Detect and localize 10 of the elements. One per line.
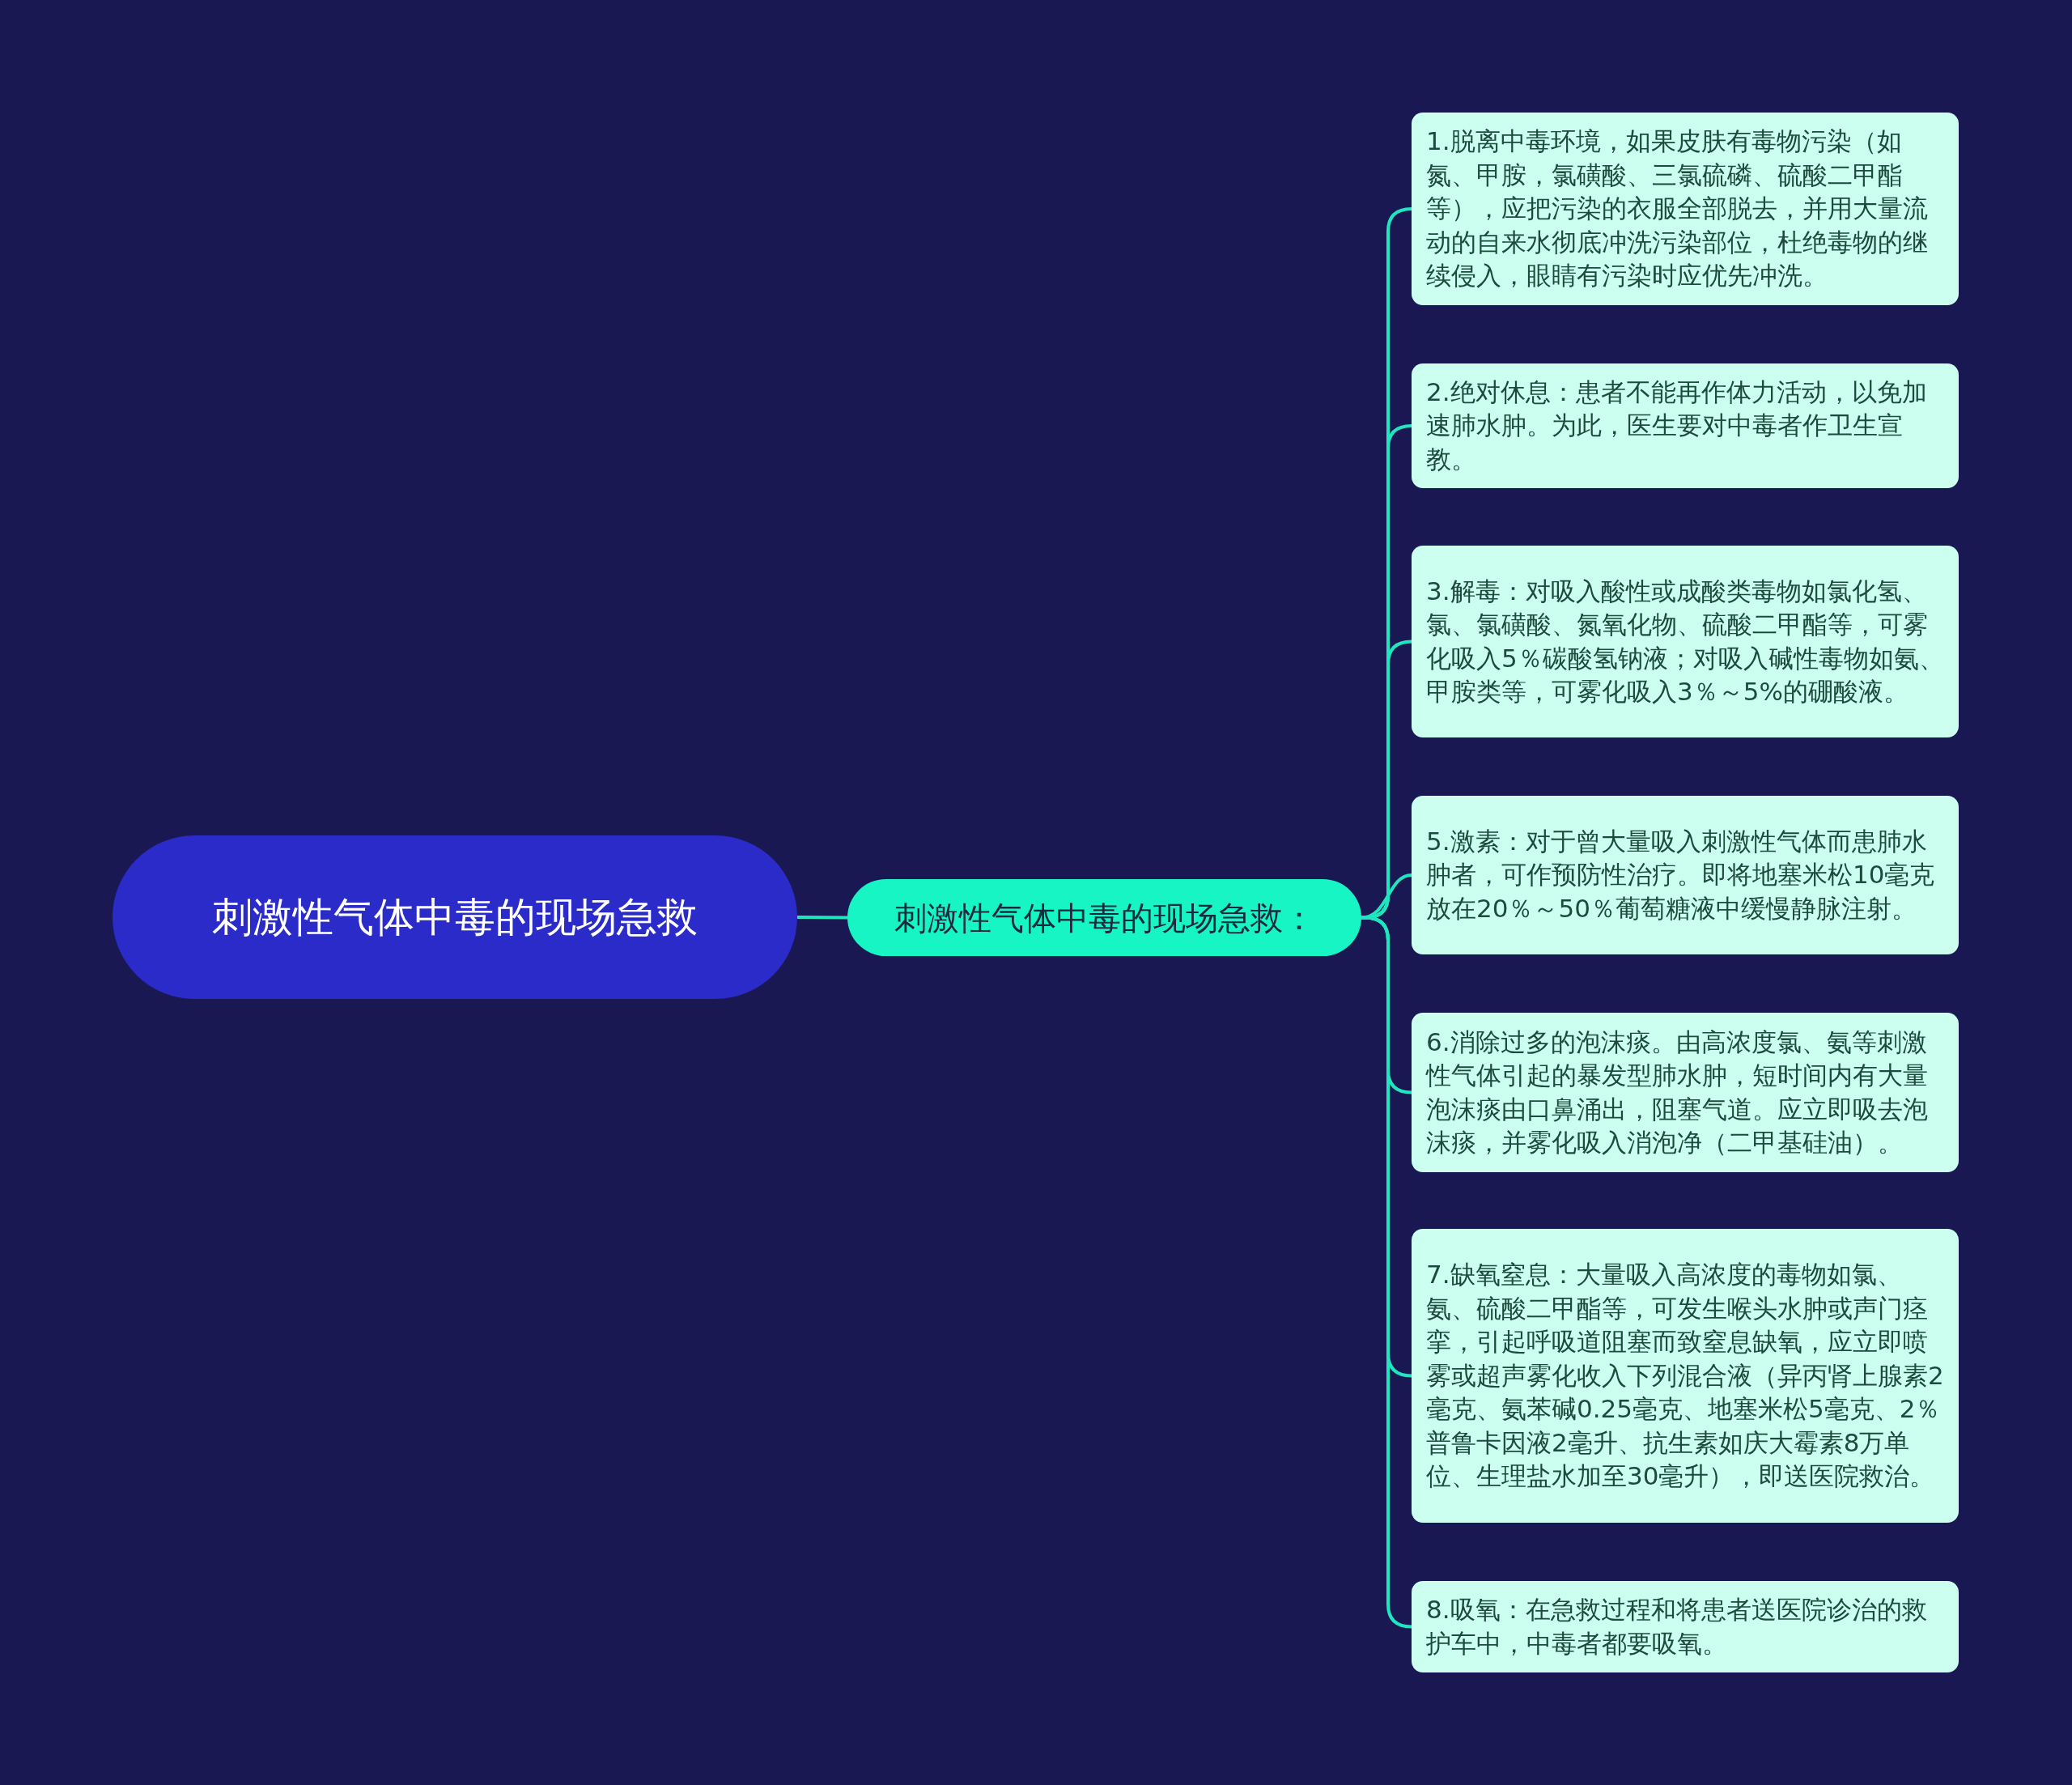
connector-line: [797, 916, 847, 920]
note-card: 6.消除过多的泡沫痰。由高浓度氯、氨等刺激性气体引起的暴发型肺水肿，短时间内有大量泡沫痰由口鼻涌出，阻塞气道。应立即吸去泡沫痰，并雾化吸入消泡净（二甲基硅油）。: [1412, 1013, 1959, 1172]
note-card: 7.缺氧窒息：大量吸入高浓度的毒物如氯、氨、硫酸二甲酯等，可发生喉头水肿或声门痉挛，引起呼吸道阻塞而致窒息缺氧，应立即喷雾或超声雾化收入下列混合液（异丙肾上腺素2毫克、氨苯碱0.25毫克、地塞米松5毫克、2％普鲁卡因液2毫升、抗生素如庆大霉素8万单位、生理盐水加至30毫升），即送医院救治。: [1412, 1229, 1959, 1523]
root-topic: 刺激性气体中毒的现场急救: [113, 835, 797, 999]
subtopic-pill: 刺激性气体中毒的现场急救：: [847, 879, 1361, 956]
note-card: 2.绝对休息：患者不能再作体力活动，以免加速肺水肿。为此，医生要对中毒者作卫生宣教。: [1412, 363, 1959, 488]
note-card: 1.脱离中毒环境，如果皮肤有毒物污染（如氮、甲胺，氯磺酸、三氯硫磷、硫酸二甲酯等），应把污染的衣服全部脱去，并用大量流动的自来水彻底冲洗污染部位，杜绝毒物的继续侵入，眼睛有污染时应优先冲洗。: [1412, 113, 1959, 305]
note-card: 8.吸氧：在急救过程和将患者送医院诊治的救护车中，中毒者都要吸氧。: [1412, 1581, 1959, 1672]
note-card: 3.解毒：对吸入酸性或成酸类毒物如氯化氢、氯、氯磺酸、氮氧化物、硫酸二甲酯等，可雾化吸入5％碳酸氢钠液；对吸入碱性毒物如氨、甲胺类等，可雾化吸入3％～5%的硼酸液。: [1412, 546, 1959, 737]
note-card: 5.激素：对于曾大量吸入刺激性气体而患肺水肿者，可作预防性治疗。即将地塞米松10毫克放在20％～50％葡萄糖液中缓慢静脉注射。: [1412, 796, 1959, 954]
